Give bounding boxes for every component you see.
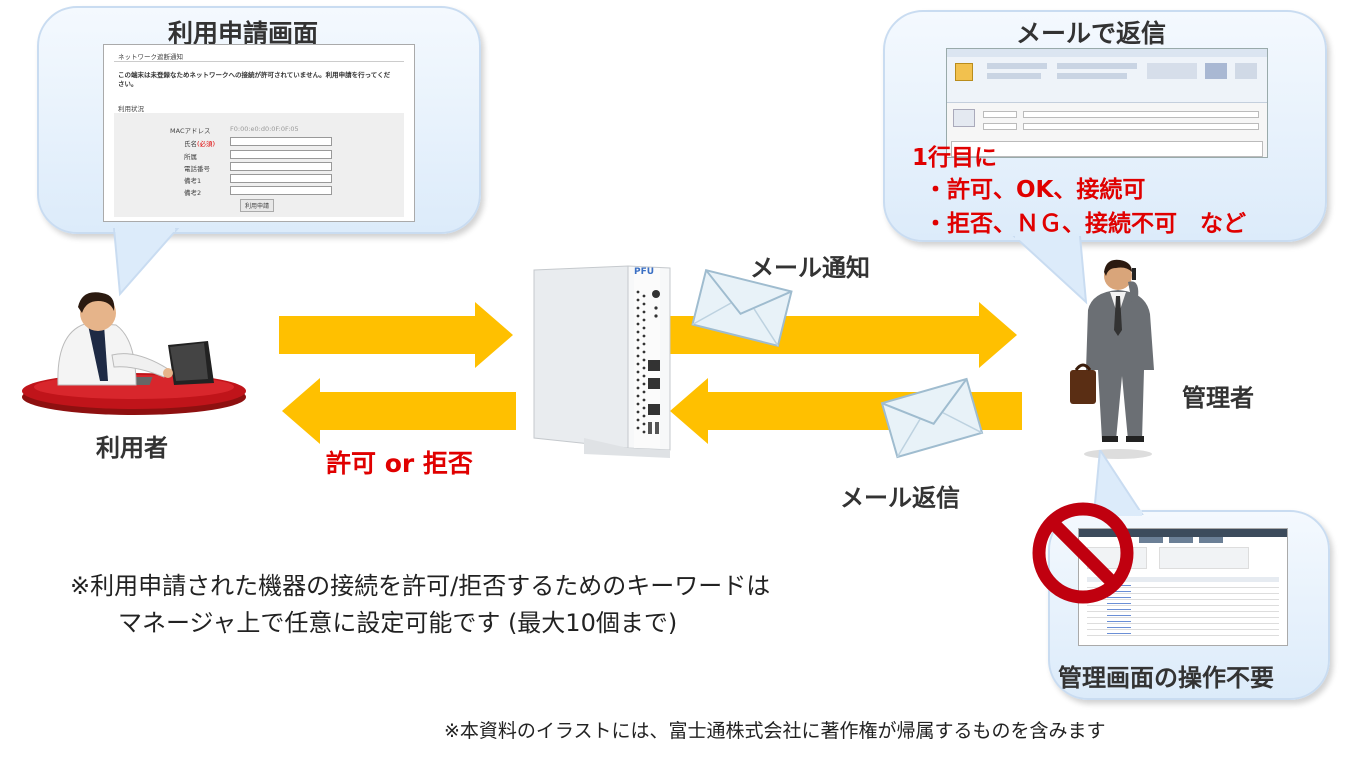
note1-field[interactable] xyxy=(230,174,332,183)
mail-notify-label: メール通知 xyxy=(750,254,870,282)
keyword-note-line2: マネージャ上で任意に設定可能です (最大10個まで) xyxy=(118,609,678,637)
admin-screen-title: 管理画面の操作不要 xyxy=(1058,664,1274,692)
form-message-line2: さい。 xyxy=(118,80,138,88)
mail-instruction-line2: ・許可、OK、接続可 xyxy=(924,177,1146,203)
manager-label: 管理者 xyxy=(1182,384,1254,412)
user-label: 利用者 xyxy=(96,434,168,462)
result-label: 許可 or 拒否 xyxy=(326,449,473,478)
user-illustration xyxy=(22,292,246,415)
bubble-tail-mail xyxy=(1012,236,1088,305)
form-section-label: 利用状況 xyxy=(118,105,144,113)
mail-notify-envelope-icon xyxy=(691,268,793,348)
device-logo: PFU xyxy=(634,267,655,277)
application-screen-title: 利用申請画面 xyxy=(168,19,319,48)
mail-reply-envelope-icon xyxy=(880,377,984,459)
prohibited-icon xyxy=(1032,502,1134,604)
phone-label: 電話番号 xyxy=(184,165,210,173)
bubble-tail-admin xyxy=(1092,450,1144,516)
note2-field[interactable] xyxy=(230,186,332,195)
name-field[interactable] xyxy=(230,137,332,146)
keyword-note-line1: ※利用申請された機器の接続を許可/拒否するためのキーワードは xyxy=(70,572,771,600)
note1-label: 備考1 xyxy=(184,177,202,185)
form-header: ネットワーク遮断通知 xyxy=(118,53,183,61)
arrow-user-to-device xyxy=(279,302,513,368)
mac-label: MACアドレス xyxy=(170,127,211,135)
arrow-device-to-user xyxy=(282,378,516,444)
mac-value: F0:00:e0:d0:0F:0F:05 xyxy=(230,125,299,133)
name-label: 氏名(必須) xyxy=(184,140,216,148)
submit-application-button[interactable]: 利用申請 xyxy=(240,199,275,212)
copyright-footer: ※本資料のイラストには、富士通株式会社に著作権が帰属するものを含みます xyxy=(444,720,1106,742)
note2-label: 備考2 xyxy=(184,189,202,197)
mail-client-screenshot xyxy=(946,48,1268,158)
mail-instruction-line3: ・拒否、ＮＧ、接続不可 など xyxy=(924,211,1246,237)
mail-reply-title: メールで返信 xyxy=(1016,19,1167,48)
network-appliance-illustration xyxy=(533,265,671,458)
application-form-screenshot: ネットワーク遮断通知 この端末は未登録なためネットワークへの接続が許可されていま… xyxy=(103,44,415,222)
mail-instruction-line1: 1行目に xyxy=(912,145,998,171)
form-message-line1: この端末は未登録なためネットワークへの接続が許可されていません。利用申請を行って… xyxy=(118,71,391,79)
dept-field[interactable] xyxy=(230,150,332,159)
mail-reply-label: メール返信 xyxy=(840,484,960,512)
manager-illustration xyxy=(1070,259,1154,459)
dept-label: 所属 xyxy=(184,153,197,161)
phone-field[interactable] xyxy=(230,162,332,171)
bubble-tail-form xyxy=(112,228,180,297)
